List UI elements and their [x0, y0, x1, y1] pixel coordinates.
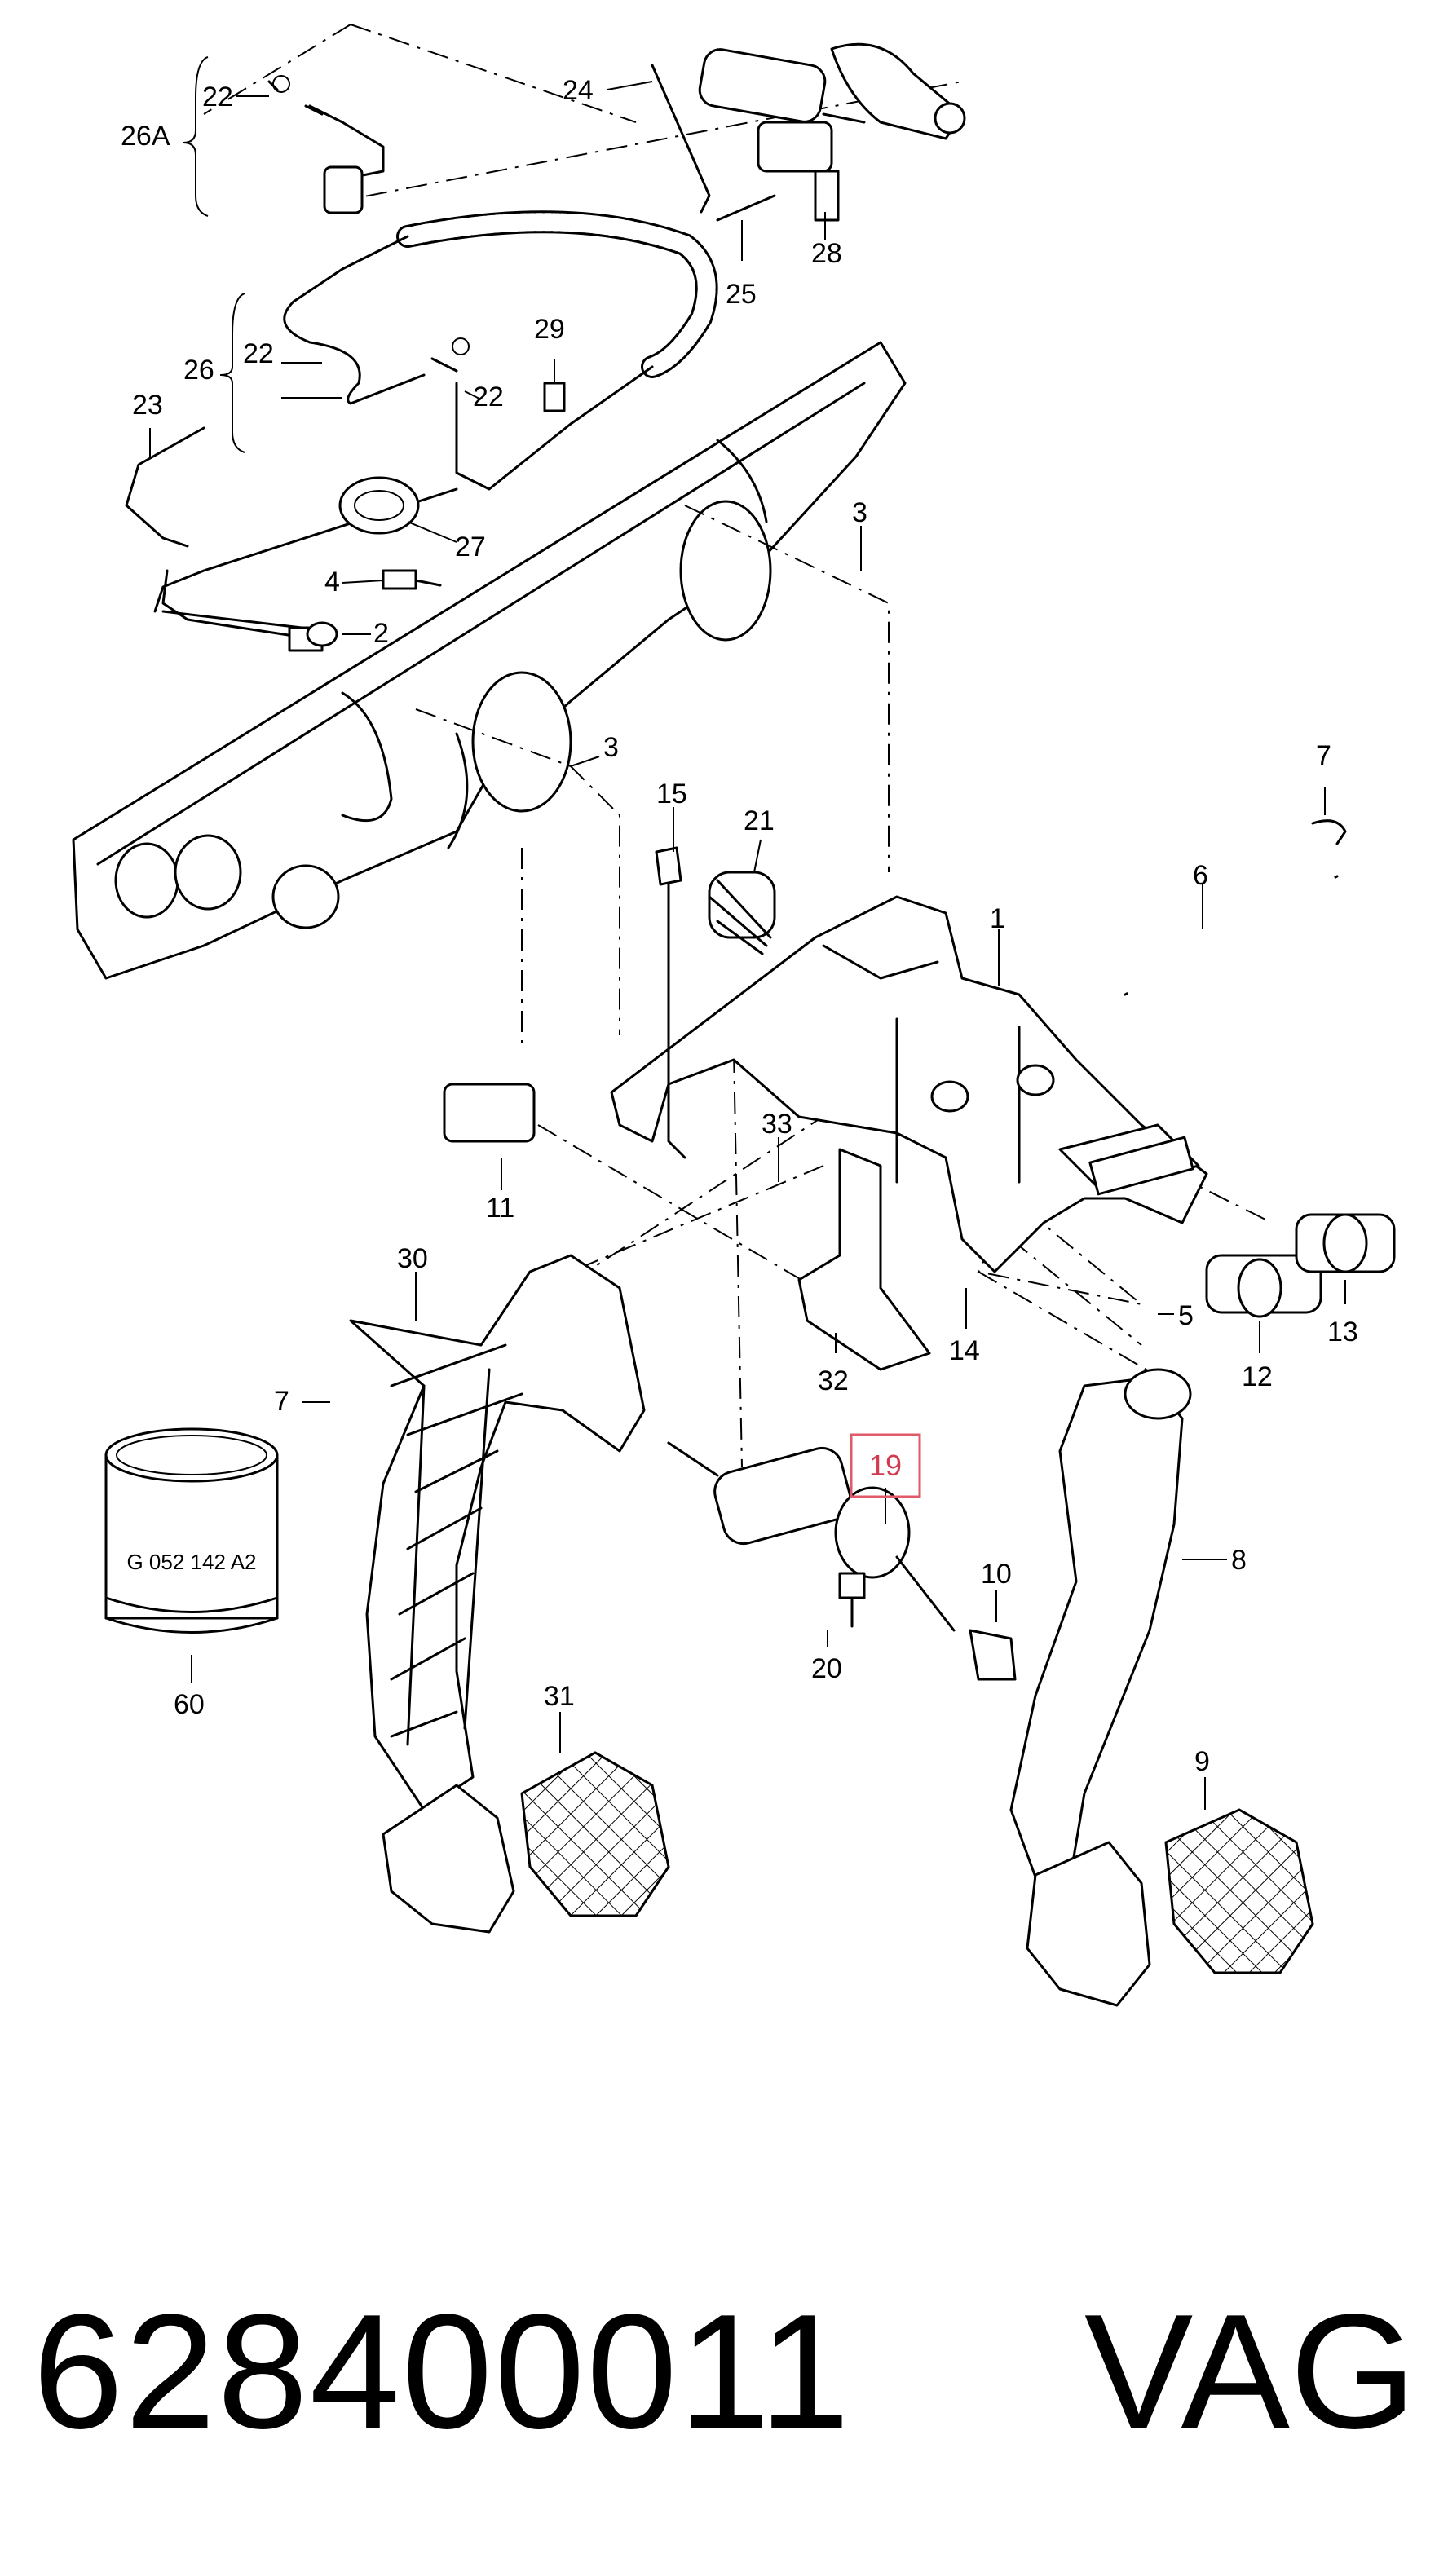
label-23: 23 [132, 390, 163, 421]
label-13: 13 [1327, 1317, 1358, 1348]
label-22-mid: 22 [243, 338, 274, 369]
brand-name: VAG [1084, 2281, 1417, 2463]
label-7-lower: 7 [274, 1386, 289, 1417]
label-22-top: 22 [202, 82, 233, 112]
label-11: 11 [486, 1193, 514, 1224]
firewall-panel [72, 341, 907, 980]
label-4: 4 [324, 567, 340, 598]
label-9: 9 [1194, 1746, 1210, 1777]
clutch-master-cylinder [667, 1441, 1017, 1681]
leader-lines [149, 56, 1346, 1810]
highlight-box [850, 1433, 921, 1498]
label-60: 60 [174, 1689, 205, 1720]
brake-pedal [1009, 1368, 1192, 2007]
clutch-pedal [349, 1254, 646, 1934]
switches [443, 846, 1396, 1318]
label-3-lower: 3 [603, 732, 619, 763]
label-2: 2 [373, 618, 389, 649]
label-27: 27 [455, 532, 486, 562]
part-labels: 26A 22 24 25 28 26 22 22 29 23 27 4 2 3 … [121, 75, 1358, 1777]
label-6: 6 [1193, 860, 1208, 891]
label-30: 30 [397, 1243, 428, 1274]
label-3-upper: 3 [852, 497, 867, 528]
label-26A: 26A [121, 121, 170, 152]
label-8: 8 [1231, 1545, 1247, 1576]
clutch-hydraulic-line [125, 75, 718, 652]
pedal-bracket [610, 895, 1208, 1371]
clutch-slave-cylinder [651, 42, 966, 222]
label-24: 24 [563, 75, 594, 106]
label-5: 5 [1178, 1300, 1194, 1331]
label-1: 1 [990, 903, 1005, 934]
highlight-label: 19 [869, 1449, 902, 1482]
label-28: 28 [811, 238, 842, 269]
label-31: 31 [544, 1681, 575, 1712]
part-number: 628400011 [33, 2281, 852, 2463]
label-7-upper: 7 [1316, 740, 1331, 771]
label-10: 10 [981, 1559, 1012, 1590]
label-14: 14 [949, 1335, 980, 1366]
grease-tin-label: G 052 142 A2 [126, 1550, 256, 1574]
label-25: 25 [726, 279, 757, 310]
highlighted-part-19[interactable]: 19 [850, 1433, 921, 1498]
pedal-pads [520, 1751, 1314, 1974]
label-12: 12 [1242, 1361, 1273, 1392]
label-20: 20 [811, 1653, 842, 1684]
footer: 628400011 VAG [0, 2274, 1448, 2470]
grease-tin: G 052 142 A2 [104, 1427, 279, 1634]
label-22-right: 22 [473, 382, 504, 412]
pivot-shaft [1124, 819, 1347, 999]
label-21: 21 [744, 805, 775, 836]
label-33: 33 [762, 1109, 792, 1140]
label-26: 26 [183, 355, 214, 386]
label-15: 15 [656, 779, 687, 809]
exploded-parts-diagram: G 052 142 A2 [72, 24, 1396, 2007]
label-29: 29 [534, 314, 565, 345]
label-32: 32 [818, 1365, 849, 1396]
